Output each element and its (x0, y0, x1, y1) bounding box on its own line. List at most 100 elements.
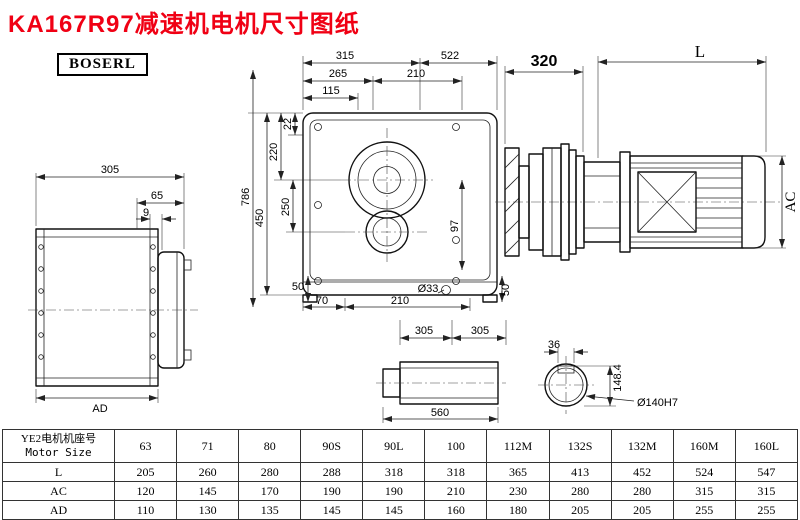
cell: 318 (362, 462, 426, 482)
bottom-hole (441, 285, 451, 295)
dim-front-bottom: 70 210 50 Ø33 50 (292, 276, 512, 311)
dim-450-label: 450 (254, 209, 266, 227)
dim-140H7-label: Ø140H7 (637, 397, 678, 409)
cell: 190 (362, 481, 426, 501)
cell: 145 (176, 481, 240, 501)
gearbox-left-side-view: 305 65 9 AD (28, 164, 198, 415)
col-header: 160L (734, 429, 799, 463)
brand-logo: BOSERL (57, 53, 148, 76)
cell: 280 (238, 462, 302, 482)
cell: 135 (238, 500, 302, 520)
shaft-end-view: 36 148.4 Ø140H7 (538, 339, 678, 414)
cell: 130 (176, 500, 240, 520)
cell: 190 (300, 481, 364, 501)
dim-148-label: 148.4 (612, 364, 624, 392)
dim-shaft-305-pair: 305 305 (399, 320, 507, 345)
col-header: 132M (610, 429, 674, 463)
motor-size-header: YE2电机机座号 Motor Size (2, 429, 115, 463)
cell: 145 (362, 500, 426, 520)
cell: 110 (113, 500, 178, 520)
cell: 315 (672, 481, 736, 501)
cell: 288 (300, 462, 364, 482)
cell: 255 (734, 500, 799, 520)
cell: 205 (610, 500, 674, 520)
motor-size-table: YE2电机机座号 Motor Size 63 71 80 90S 90L 100… (2, 429, 799, 520)
dim-148: 148.4 (575, 364, 624, 407)
cell: 452 (610, 462, 674, 482)
cell: 318 (424, 462, 488, 482)
dim-left-9: 9 (136, 207, 176, 250)
dim-50-left-label: 50 (292, 281, 304, 293)
cell: 365 (486, 462, 550, 482)
row-label: L (2, 462, 115, 482)
dim-97-label: 97 (449, 220, 461, 232)
cell: 413 (548, 462, 612, 482)
dim-210-top-label: 210 (407, 68, 425, 80)
dim-left-65-label: 65 (151, 190, 163, 202)
cell: 260 (176, 462, 240, 482)
table-row-AC: AC 120 145 170 190 190 210 230 280 280 3… (2, 481, 799, 501)
gearbox-side-body (28, 228, 198, 387)
housing-outline (302, 112, 498, 296)
dim-522-label: 522 (441, 50, 459, 62)
dim-front-97: 97 (449, 180, 465, 270)
dim-560-label: 560 (431, 407, 449, 419)
gearbox-front-view: 315 522 265 210 115 22 220 250 450 786 (240, 50, 512, 311)
col-header: 80 (238, 429, 302, 463)
motor-size-header-en: Motor Size (25, 446, 92, 459)
dim-210-bottom-label: 210 (391, 295, 409, 307)
dim-36-label: 36 (548, 339, 560, 351)
cell: 205 (548, 500, 612, 520)
dim-left-305-label: 305 (101, 164, 119, 176)
page-title: KA167R97减速机电机尺寸图纸 (8, 11, 360, 38)
dim-315-label: 315 (336, 50, 354, 62)
dim-left-ad-label: AD (92, 403, 107, 415)
dim-AC-label: AC (783, 192, 799, 213)
cell: 210 (424, 481, 488, 501)
dim-560: 560 (382, 407, 499, 423)
dim-AC: AC (744, 155, 799, 249)
col-header: 71 (176, 429, 240, 463)
cell: 180 (486, 500, 550, 520)
cell: 255 (672, 500, 736, 520)
row-label: AD (2, 500, 115, 520)
dim-left-9-label: 9 (143, 207, 149, 219)
cell: 230 (486, 481, 550, 501)
dim-22-label: 22 (282, 118, 294, 130)
dim-33-label: Ø33 (418, 283, 439, 295)
cell: 160 (424, 500, 488, 520)
dim-left-65: 65 (136, 190, 184, 229)
motor-body (619, 151, 766, 253)
dim-front-top: 315 522 265 210 115 (302, 50, 498, 110)
dim-320-label: 320 (531, 53, 558, 70)
dim-250-label: 250 (280, 198, 292, 216)
dim-70-label: 70 (316, 295, 328, 307)
dim-220-label: 220 (268, 143, 280, 161)
col-header: 63 (113, 429, 178, 463)
gearmotor-side-view: 320 L AC (495, 42, 799, 261)
cell: 280 (610, 481, 674, 501)
fan-cowl (742, 155, 766, 249)
gearbox-front-body (302, 112, 498, 303)
dim-786-label: 786 (240, 188, 252, 206)
col-header: 90L (362, 429, 426, 463)
cell: 315 (734, 481, 799, 501)
col-header: 160M (672, 429, 736, 463)
cell: 170 (238, 481, 302, 501)
col-header: 100 (424, 429, 488, 463)
dim-305-right-label: 305 (471, 325, 489, 337)
dim-305-left-label: 305 (415, 325, 433, 337)
dim-L: L (597, 42, 767, 158)
dim-36: 36 (544, 339, 588, 363)
dim-left-305: 305 (35, 164, 185, 249)
cell: 524 (672, 462, 736, 482)
cell: 205 (113, 462, 178, 482)
gearbox-section (504, 143, 621, 261)
table-header-row: YE2电机机座号 Motor Size 63 71 80 90S 90L 100… (2, 429, 799, 463)
cell: 280 (548, 481, 612, 501)
col-header: 132S (548, 429, 612, 463)
col-header: 90S (300, 429, 364, 463)
dim-L-label: L (695, 42, 705, 61)
table-row-AD: AD 110 130 135 145 145 160 180 205 205 2… (2, 500, 799, 520)
